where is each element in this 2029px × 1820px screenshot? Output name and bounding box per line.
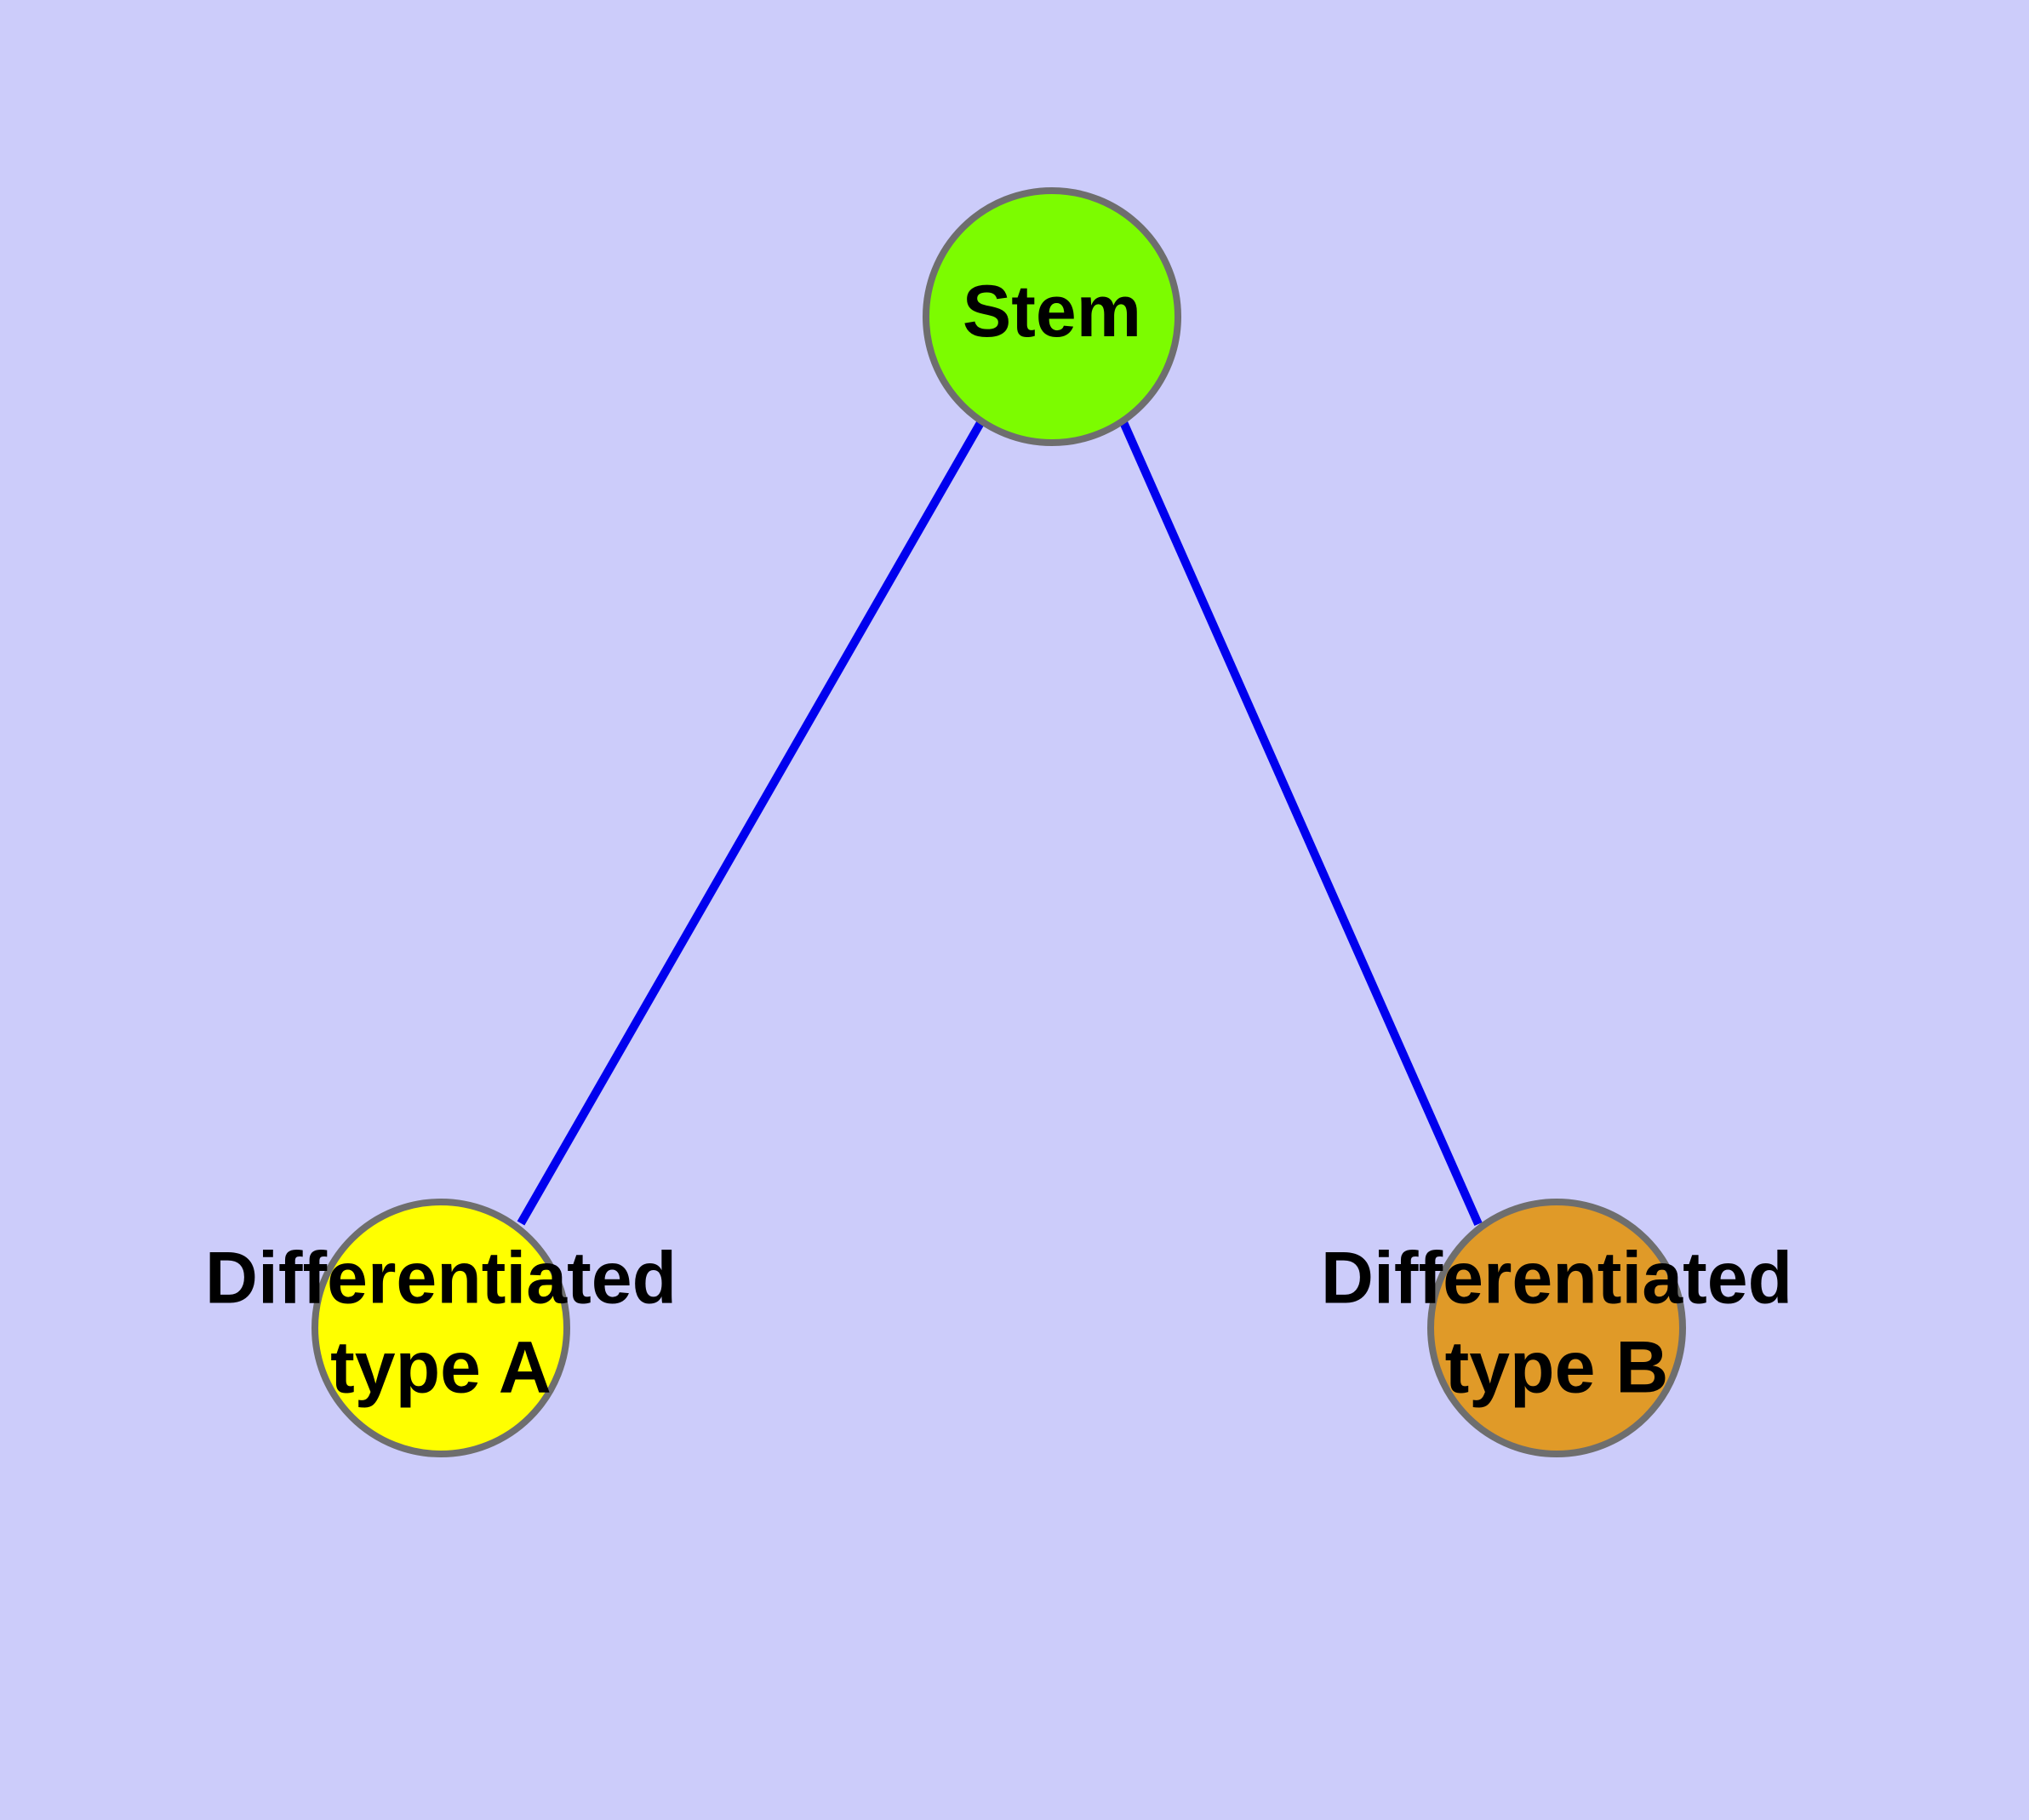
node-circle-diff_b[interactable] <box>1427 1199 1686 1457</box>
node-label-line: Differentiated <box>205 1237 677 1319</box>
node-circle-stem[interactable] <box>923 187 1181 446</box>
nodes-group <box>311 187 1686 1457</box>
node-label-line: type B <box>1445 1326 1669 1408</box>
edges-group <box>517 419 1483 1227</box>
node-label-line: Differentiated <box>1321 1237 1792 1319</box>
node-circle-diff_a[interactable] <box>311 1199 570 1457</box>
node-label-line: type A <box>330 1326 552 1408</box>
node-label-line: Stem <box>963 271 1141 352</box>
node-label-stem: Stem <box>963 271 1141 352</box>
edge-stem-to-diff-b[interactable] <box>1119 420 1483 1227</box>
edge-stem-to-diff-a[interactable] <box>517 419 986 1226</box>
